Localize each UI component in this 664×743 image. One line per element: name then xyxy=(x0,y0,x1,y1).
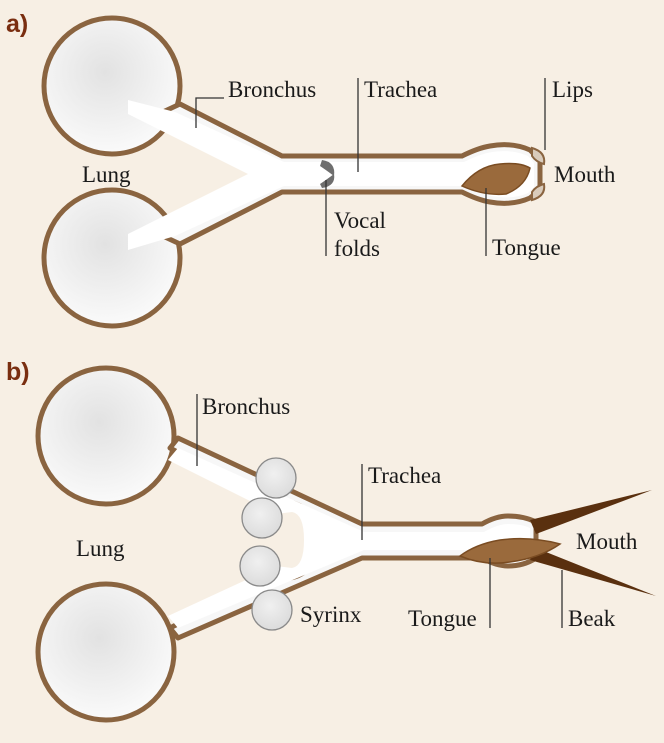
upper-lung xyxy=(35,365,177,507)
lower-vocal-fold xyxy=(320,174,335,188)
upper-lung xyxy=(41,15,183,157)
bird-tongue xyxy=(458,537,562,564)
lower-lip xyxy=(531,182,546,202)
label-lips: Lips xyxy=(552,77,593,102)
label-bronchus: Bronchus xyxy=(202,394,290,419)
label-lung: Lung xyxy=(76,536,125,561)
panel-a-tag: a) xyxy=(6,10,28,38)
lower-lung xyxy=(41,187,183,329)
panel-b-tag: b) xyxy=(6,358,30,386)
human-airway xyxy=(41,15,546,329)
syrinx-bulb-2 xyxy=(241,497,283,539)
airway-lumen xyxy=(128,100,534,250)
syrinx-bulb-4 xyxy=(251,589,293,631)
lower-beak xyxy=(530,548,656,596)
syrinx-bulb-1 xyxy=(255,457,297,499)
label-beak: Beak xyxy=(568,606,616,631)
label-vocal: Vocal xyxy=(334,208,386,233)
panel-b: b) Bronchus Trache xyxy=(6,358,656,723)
syrinx-bulb-3 xyxy=(239,545,281,587)
lower-lung xyxy=(35,581,177,723)
label-mouth: Mouth xyxy=(554,162,616,187)
panel-a: a) Lung xyxy=(6,10,616,329)
label-folds: folds xyxy=(334,236,380,261)
label-tongue: Tongue xyxy=(408,606,477,631)
panel-b-leaders xyxy=(196,394,563,628)
bird-airway xyxy=(35,365,656,723)
human-tongue xyxy=(460,162,531,196)
panel-a-leaders xyxy=(195,78,546,256)
label-lung: Lung xyxy=(82,162,131,187)
label-trachea: Trachea xyxy=(368,463,441,488)
label-tongue: Tongue xyxy=(492,235,561,260)
label-syrinx: Syrinx xyxy=(300,602,362,627)
bronchus-leader xyxy=(195,97,224,128)
airway-lumen xyxy=(168,448,530,628)
label-bronchus: Bronchus xyxy=(228,77,316,102)
label-mouth: Mouth xyxy=(576,529,638,554)
upper-lip xyxy=(531,146,546,166)
upper-beak xyxy=(530,490,652,534)
upper-vocal-fold xyxy=(320,160,335,176)
label-trachea: Trachea xyxy=(364,77,437,102)
